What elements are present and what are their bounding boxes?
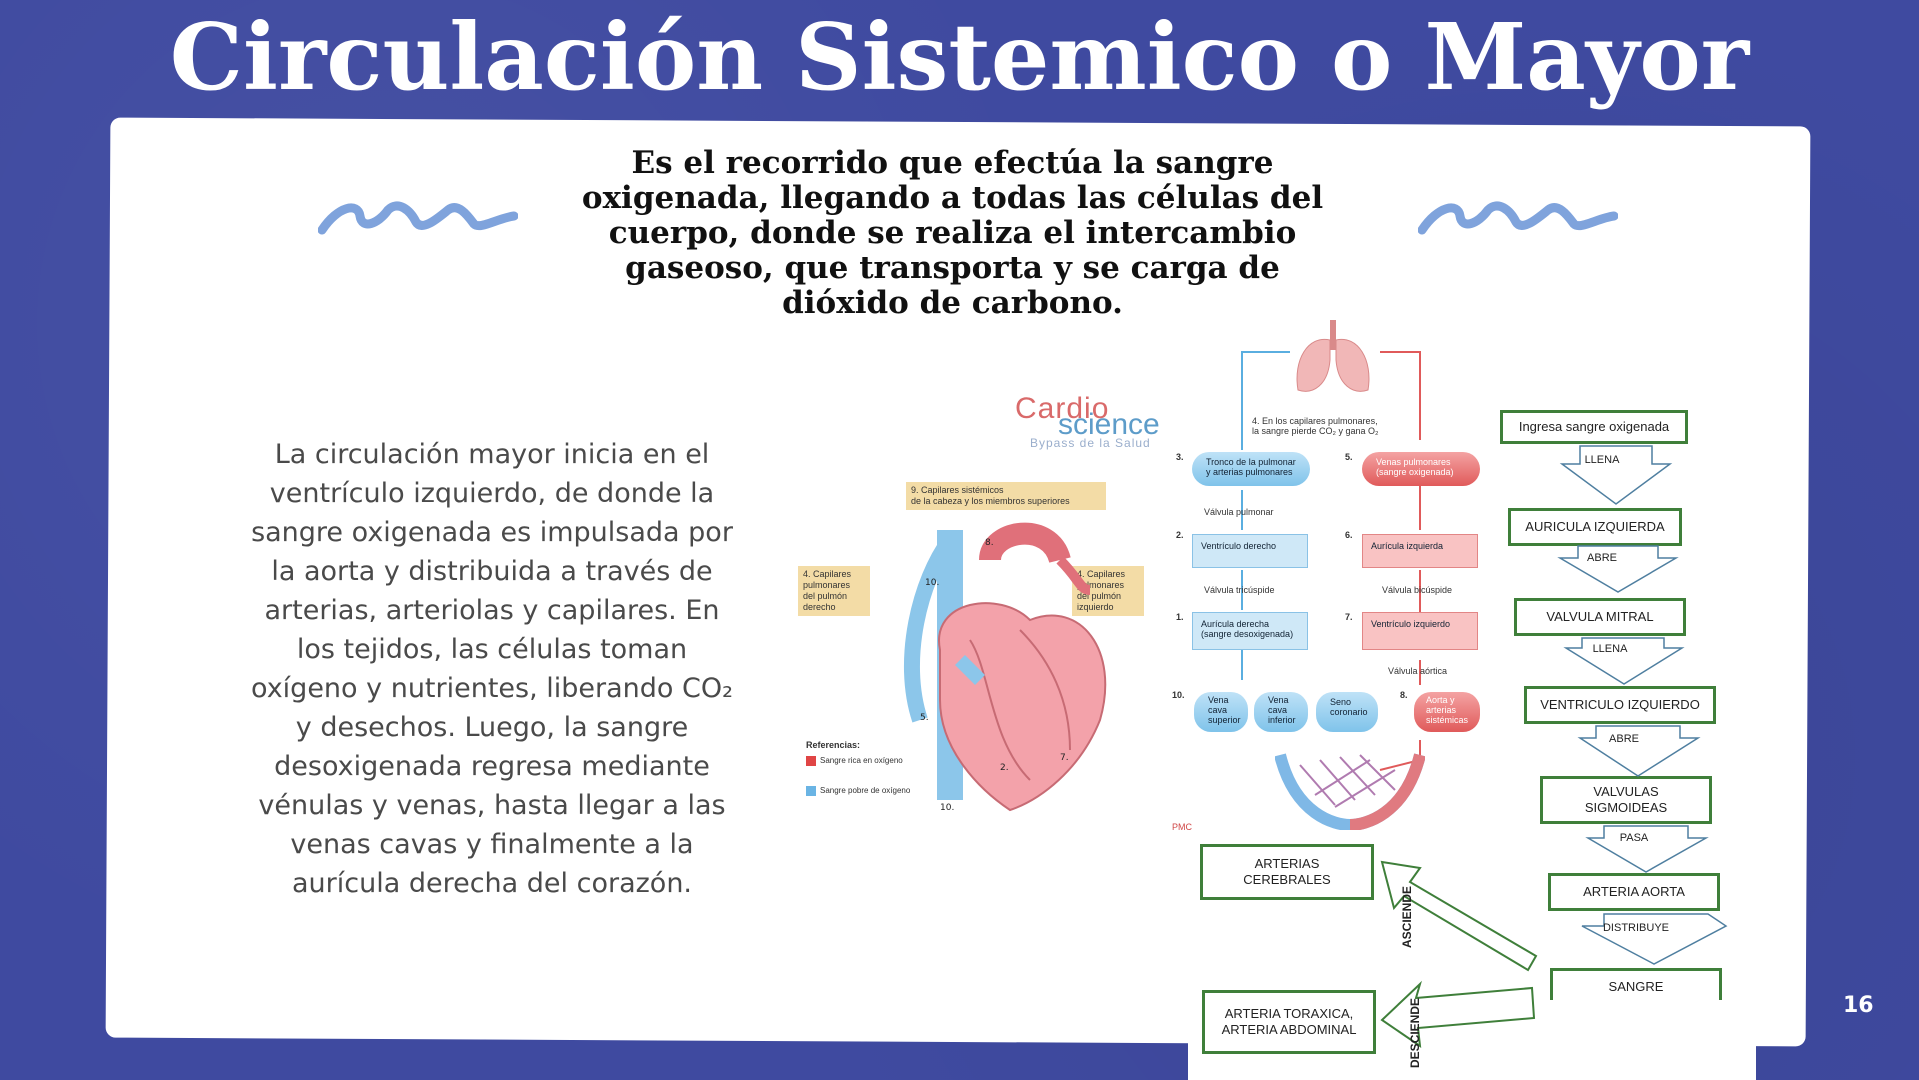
legend-title: Referencias: (806, 740, 861, 750)
step-number: 10. (1172, 690, 1185, 700)
right-atrium-box: Aurícula derecha (sangre desoxigenada) (1192, 612, 1308, 650)
body-line: arterias, arteriolas y capilares. En (264, 595, 720, 626)
lungs-icon (1296, 320, 1370, 392)
page-number: 16 (1843, 993, 1874, 1018)
valve-label: Válvula bicúspide (1382, 585, 1453, 595)
descend-label: DESCIENDE (1408, 997, 1422, 1068)
body-line: los tejidos, las células toman (296, 634, 688, 665)
body-line: vénulas y venas, hasta llegar a las (258, 790, 726, 821)
page-title: Circulación Sistemico o Mayor (169, 3, 1750, 111)
body-line: desoxigenada regresa mediante (274, 751, 710, 782)
right-ventricle-box: Ventrículo derecho (1192, 534, 1308, 568)
flow-down-arrows (1557, 445, 1728, 965)
side-arrows (1380, 860, 1538, 1049)
squiggle-right-icon (1418, 201, 1618, 235)
blue-swatch-icon (806, 786, 816, 796)
body-line: la aorta y distribuida a través de (271, 556, 713, 587)
step-number: 8. (1400, 690, 1408, 700)
label-capillaries-right-lung: 4. Capilares pulmonares del pulmón derec… (798, 566, 870, 616)
svg-text:2.: 2. (1000, 763, 1009, 773)
body-line: venas cavas y finalmente a la (290, 829, 694, 860)
svg-text:7.: 7. (1060, 753, 1069, 763)
svg-text:10.: 10. (925, 578, 939, 588)
flow-arrow-label: ABRE (1587, 552, 1617, 564)
flow-box-valvula-mitral: VALVULA MITRAL (1514, 598, 1686, 636)
flow-box-arteria-aorta: ARTERIA AORTA (1548, 873, 1720, 911)
label-capillaries-systemic: 9. Capilares sistémicos de la cabeza y l… (906, 482, 1106, 510)
label-capillaries-left-lung: 4. Capilares pulmonares del pulmón izqui… (1072, 566, 1144, 616)
svg-text:10.: 10. (940, 803, 954, 813)
left-ventricle-box: Ventrículo izquierdo (1362, 612, 1478, 650)
body-paragraph: La circulación mayor inicia en el ventrí… (222, 435, 762, 903)
body-line: ventrículo izquierdo, de donde la (269, 478, 715, 509)
flow-arrow-label: PASA (1619, 832, 1649, 844)
step4-text: 4. En los capilares pulmonares, la sangr… (1252, 416, 1379, 436)
body-line: oxígeno y nutrientes, liberando CO₂ (251, 673, 733, 704)
flow-box-ventriculo-izquierdo: VENTRICULO IZQUIERDO (1524, 686, 1716, 724)
flow-box-ingresa: Ingresa sangre oxigenada (1500, 410, 1688, 444)
coronary-sinus-pill: Seno coronario (1316, 692, 1378, 732)
legend-oxygen-rich: Sangre rica en oxígeno (806, 756, 903, 766)
heart-illustration: 10. 8. 5. 2. 7. 10. (903, 522, 1107, 813)
red-swatch-icon (806, 756, 816, 766)
svg-text:8.: 8. (985, 538, 994, 548)
step-number: 2. (1176, 530, 1184, 540)
squiggle-left-icon (318, 201, 518, 235)
valve-label: Válvula aórtica (1388, 666, 1448, 676)
image-credit: PMC (1172, 822, 1192, 832)
body-line: y desechos. Luego, la sangre (295, 712, 689, 743)
pulmonary-veins-pill: Venas pulmonares (sangre oxigenada) (1362, 452, 1480, 486)
body-line: sangre oxigenada es impulsada por (251, 517, 733, 548)
capillary-network-icon (1275, 753, 1425, 830)
pulmonary-trunk-pill: Tronco de la pulmonar y arterias pulmona… (1192, 452, 1310, 486)
ascend-label: ASCIENDE (1400, 885, 1414, 948)
body-line: aurícula derecha del corazón. (291, 868, 693, 899)
body-line: La circulación mayor inicia en el (274, 439, 710, 470)
legend-oxygen-poor: Sangre pobre de oxígeno (806, 786, 910, 796)
logo-subtitle: Bypass de la Salud (1030, 436, 1151, 450)
aorta-pill: Aorta y arterias sistémicas (1414, 692, 1480, 732)
intro-text: Es el recorrido que efectúa la sangre ox… (581, 145, 1324, 321)
flow-arrow-label: LLENA (1592, 643, 1628, 655)
step-number: 7. (1345, 612, 1353, 622)
valve-label: Válvula pulmonar (1204, 507, 1274, 517)
step-number: 5. (1345, 452, 1353, 462)
cycle-arrows (1241, 351, 1421, 771)
flow-box-arterias-cerebrales: ARTERIAS CEREBRALES (1200, 844, 1374, 900)
step-number: 3. (1176, 452, 1184, 462)
left-atrium-box: Aurícula izquierda (1362, 534, 1478, 568)
svg-text:5.: 5. (920, 713, 929, 723)
flow-arrow-label: DISTRIBUYE (1602, 922, 1669, 934)
flow-box-auricula-izquierda: AURICULA IZQUIERDA (1508, 508, 1682, 546)
cardio-logo: Cardio (1015, 392, 1110, 425)
flow-box-valvulas-sigmoideas: VALVULAS SIGMOIDEAS (1540, 776, 1712, 824)
science-logo: science (1058, 408, 1160, 441)
step-number: 1. (1176, 612, 1184, 622)
flow-arrow-label: LLENA (1584, 454, 1620, 466)
legend-label: Sangre rica en oxígeno (820, 756, 903, 765)
flow-box-arteria-toraxica: ARTERIA TORAXICA, ARTERIA ABDOMINAL (1202, 990, 1376, 1054)
step-number: 6. (1345, 530, 1353, 540)
legend-label: Sangre pobre de oxígeno (820, 786, 911, 795)
inferior-vena-cava-pill: Vena cava inferior (1254, 692, 1308, 732)
flow-arrow-label: ABRE (1609, 733, 1639, 745)
valve-label: Válvula tricúspide (1204, 585, 1275, 595)
superior-vena-cava-pill: Vena cava superior (1194, 692, 1248, 732)
